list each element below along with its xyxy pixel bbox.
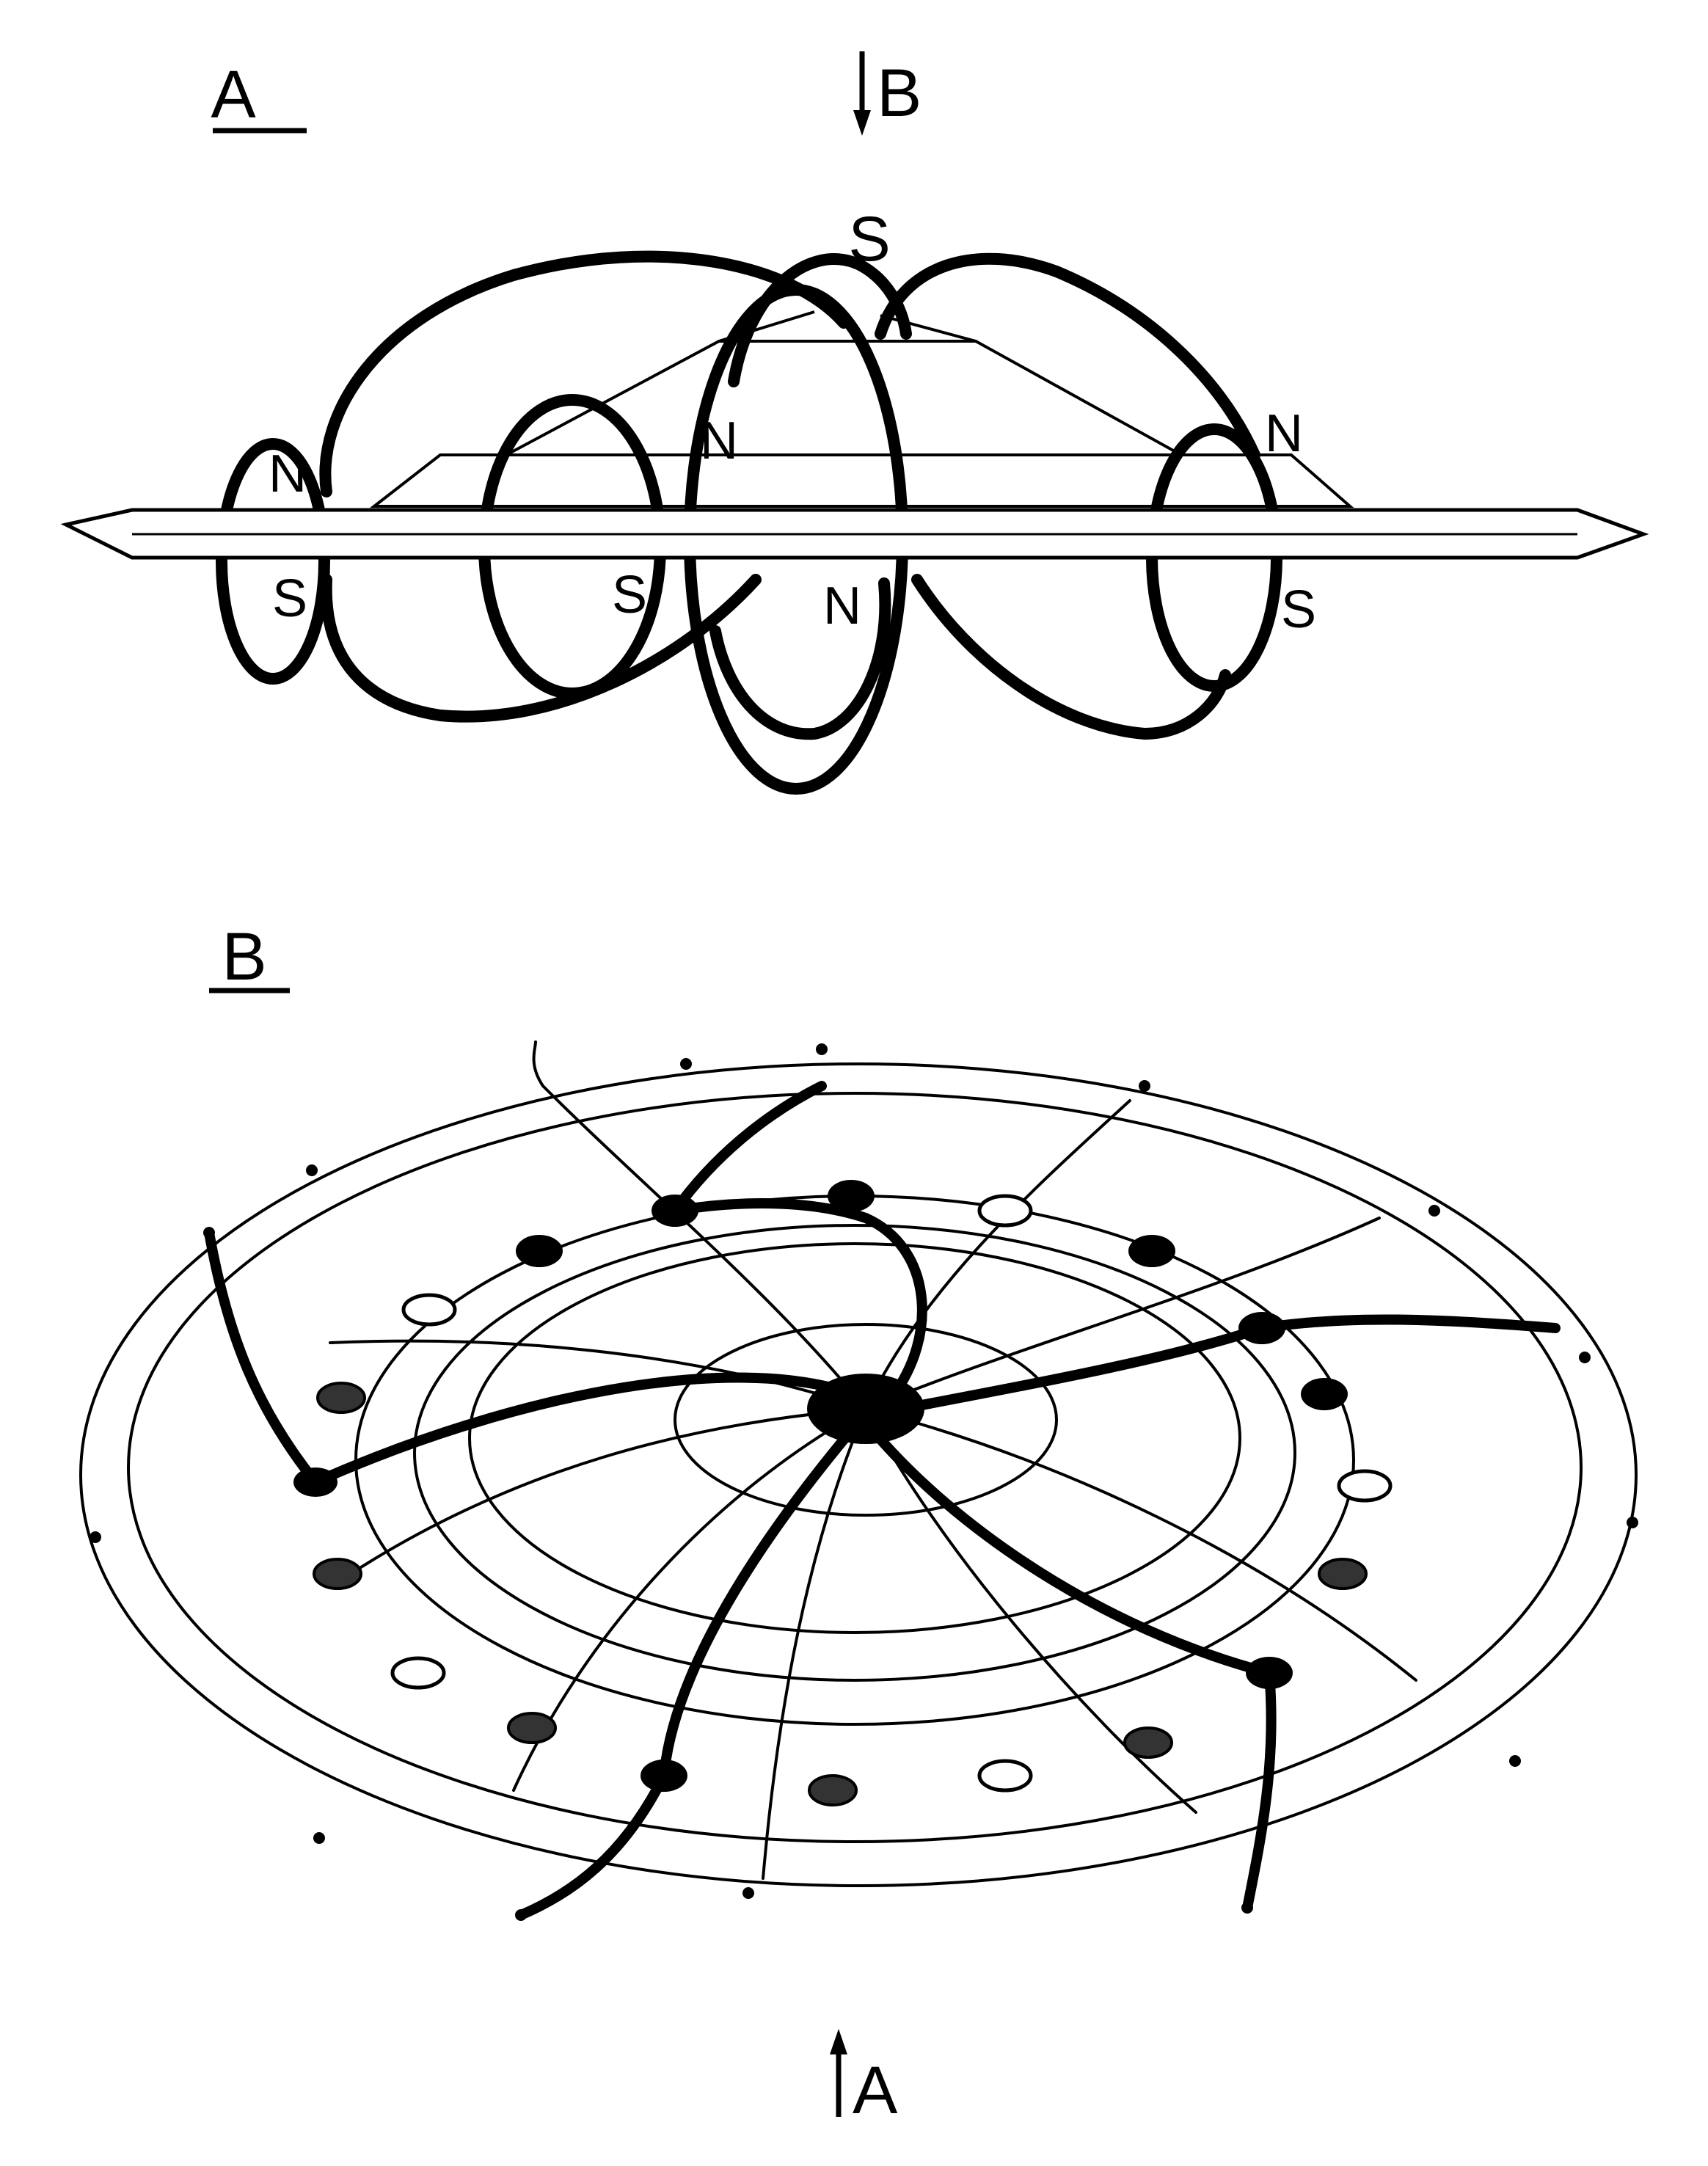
panel-b-label: B	[222, 919, 266, 994]
rim-tick-3	[680, 1058, 692, 1070]
node-hatched-5	[1123, 1726, 1173, 1759]
filled-nodes	[293, 1180, 1348, 1792]
pole-right-s: S	[1281, 580, 1316, 639]
node-hatched-6	[1318, 1558, 1368, 1590]
node-filled-4	[828, 1180, 875, 1212]
arm-thin-5	[864, 1407, 1197, 1814]
pole-left-n: N	[269, 445, 307, 503]
disk-ring-4	[413, 1224, 1296, 1682]
node-hatched-2	[313, 1558, 362, 1590]
arm-thin-3	[864, 1217, 1381, 1410]
field-loop-lower-left	[320, 574, 762, 723]
arm-thick-4	[868, 1426, 1274, 1678]
plane-upper-edge-right	[880, 314, 977, 343]
spiral-arms-thick	[204, 1081, 1561, 1920]
plane-lower	[370, 453, 1354, 508]
rim-tick-8	[1627, 1517, 1638, 1528]
field-loop-lower-right	[911, 574, 1231, 740]
field-loop-lower-center	[709, 577, 891, 740]
disk-center-hub	[807, 1374, 924, 1444]
field-loop-upper-right	[875, 252, 1260, 461]
disk-ring-2	[127, 1092, 1583, 1843]
arm-thick-3	[897, 1323, 1267, 1414]
node-filled-1	[293, 1467, 337, 1497]
rim-tick-1	[203, 1227, 215, 1239]
rim-tick-6	[1428, 1205, 1440, 1217]
arm-thin-tip-1	[532, 1040, 544, 1087]
field-loops-lower	[320, 574, 1231, 740]
node-filled-2	[516, 1235, 563, 1267]
pole-top-s: S	[848, 204, 890, 274]
arm-thin-4	[864, 1407, 1417, 1682]
orbital-planes	[370, 310, 1354, 508]
open-nodes	[390, 1194, 1393, 1793]
rim-tick-7	[1579, 1352, 1591, 1363]
rim-tick-12	[515, 1909, 527, 1921]
node-open-4	[977, 1759, 1033, 1793]
node-filled-6	[1238, 1312, 1285, 1344]
pole-left-s: S	[272, 569, 307, 628]
pole-low-n: N	[823, 577, 861, 635]
view-arrow-b-label: B	[877, 56, 921, 131]
pole-mid-n: N	[700, 412, 738, 470]
node-open-3	[1337, 1469, 1393, 1503]
disk-ring-inner	[674, 1323, 1058, 1517]
arm-thick-2	[670, 1198, 927, 1403]
disk-ring-5	[468, 1242, 1241, 1634]
view-arrow-a: A	[830, 2029, 898, 2128]
node-filled-5	[1128, 1235, 1175, 1267]
node-hatched-1	[316, 1382, 366, 1414]
arm-thick-1	[310, 1372, 886, 1487]
arm-thin-2	[864, 1099, 1131, 1410]
node-filled-7	[1301, 1378, 1348, 1410]
arm-thin-6	[762, 1407, 867, 1880]
node-hatched-3	[507, 1712, 557, 1744]
panel-a-label: A	[211, 57, 256, 132]
panel-b: B	[79, 919, 1638, 2128]
node-filled-8	[1246, 1657, 1293, 1689]
arm-thick-outer-3	[1242, 1668, 1277, 1913]
rim-tick-4	[816, 1043, 828, 1055]
view-arrow-b: B	[853, 51, 921, 136]
rim-ticks	[90, 1043, 1638, 1921]
pole-labels: S N S N S N N S	[269, 204, 1316, 639]
ring-left	[216, 438, 330, 685]
node-filled-3	[652, 1195, 698, 1227]
node-filled-9	[640, 1760, 687, 1792]
disk-ring-1	[79, 1062, 1638, 1887]
arm-thin-7	[512, 1407, 867, 1792]
rim-tick-10	[1241, 1902, 1253, 1914]
hatched-nodes	[313, 1382, 1368, 1806]
rim-tick-13	[313, 1832, 325, 1844]
pole-right-n: N	[1265, 404, 1303, 463]
arm-thick-outer-5	[1257, 1314, 1561, 1333]
rim-tick-9	[1509, 1755, 1521, 1767]
node-hatched-4	[808, 1774, 858, 1806]
rim-tick-5	[1139, 1080, 1150, 1092]
rim-tick-2	[306, 1164, 318, 1176]
node-open-5	[390, 1656, 446, 1690]
panel-a: A B	[60, 51, 1649, 795]
arm-thin-8	[343, 1407, 867, 1579]
arm-thin-9	[329, 1339, 867, 1410]
field-loops-upper	[319, 250, 1260, 497]
arm-thin-1	[541, 1084, 867, 1410]
field-loop-upper-left	[319, 250, 850, 497]
rim-tick-14	[90, 1531, 101, 1543]
view-arrow-a-label: A	[853, 2053, 898, 2128]
arm-thick-outer-2	[670, 1081, 827, 1216]
disk-ring-3	[354, 1195, 1355, 1726]
node-open-1	[401, 1293, 457, 1327]
arm-thick-outer-4	[516, 1771, 669, 1920]
arm-thick-outer-1	[204, 1228, 321, 1487]
node-open-2	[977, 1194, 1033, 1228]
field-loop-top-arch	[728, 253, 912, 387]
spiral-arms-thin	[329, 1040, 1417, 1880]
arm-thick-5	[659, 1426, 856, 1781]
plane-upper	[506, 340, 1187, 456]
pole-mid-s: S	[612, 566, 647, 624]
rim-tick-11	[742, 1887, 754, 1899]
